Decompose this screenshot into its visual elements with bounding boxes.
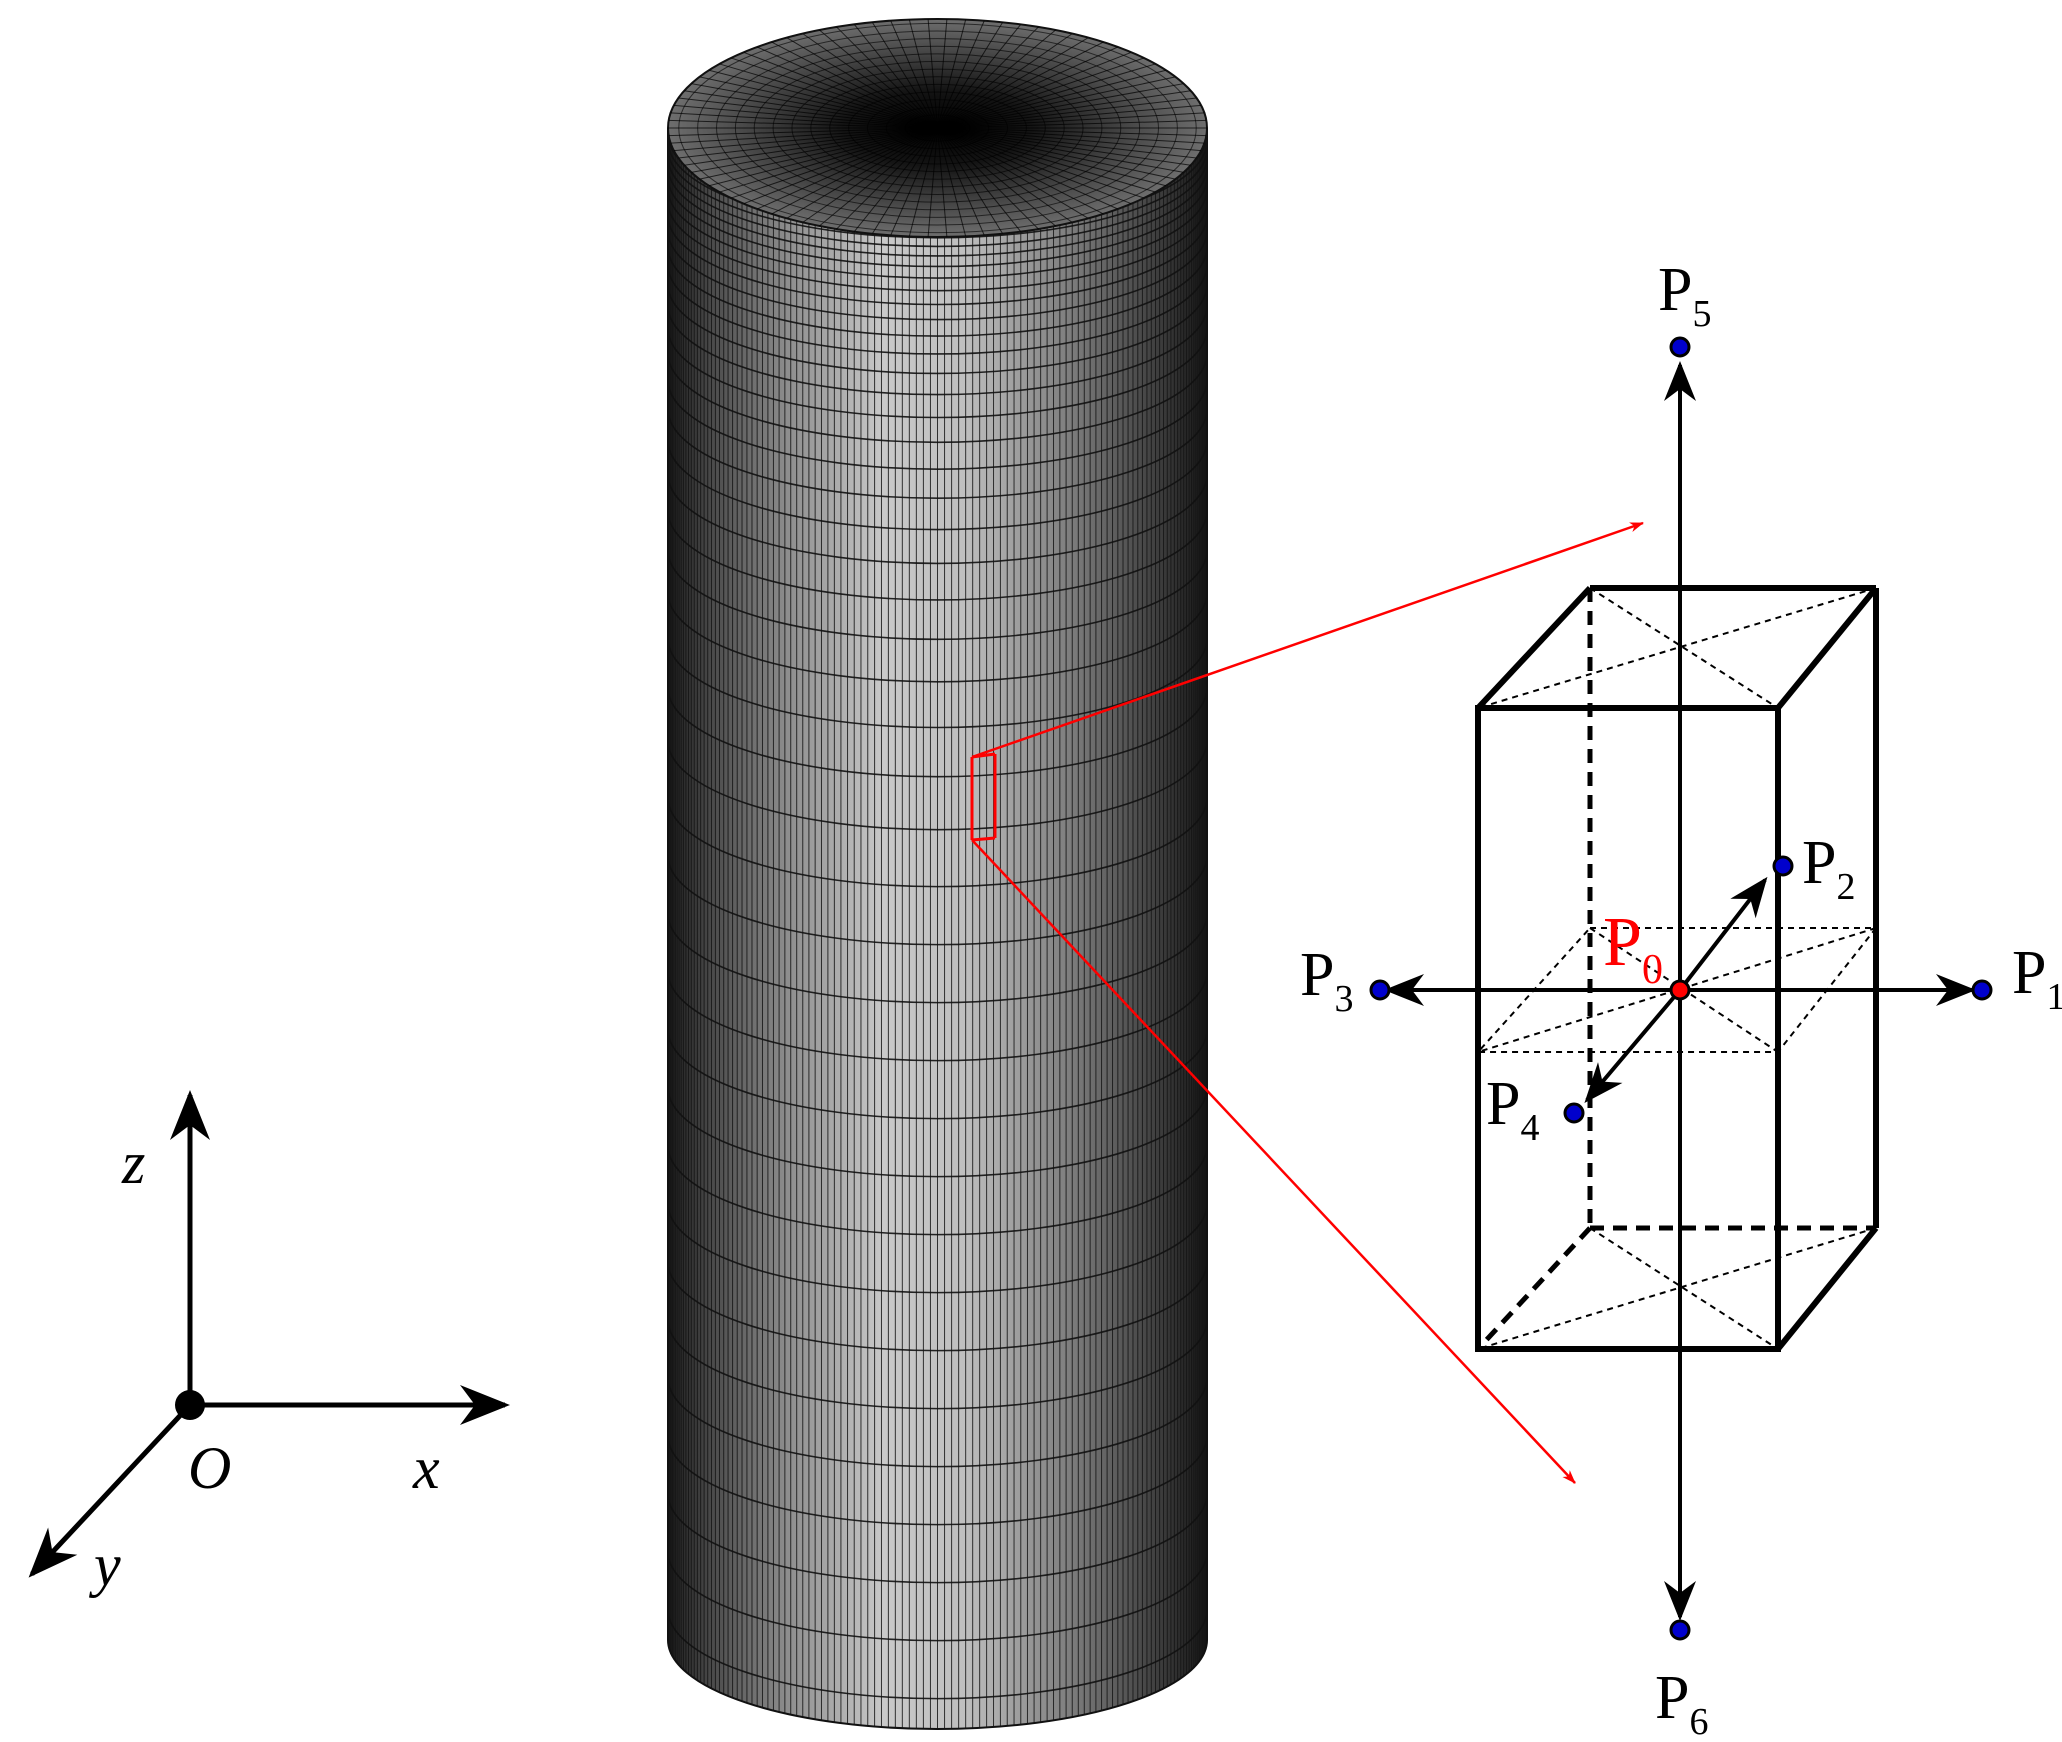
zoom-line-upper <box>971 521 1644 759</box>
label-p3: P3 <box>1300 941 1353 1020</box>
point-p4-marker <box>1563 1102 1585 1124</box>
arrow-to-p2 <box>1678 876 1768 992</box>
zoom-line-lower <box>971 839 1576 1484</box>
point-p0-marker <box>1669 979 1691 1001</box>
label-p0: P0 <box>1603 904 1663 993</box>
origin-label: O <box>188 1435 231 1501</box>
cylinder-top-face <box>667 18 1208 238</box>
z-axis-label: z <box>121 1130 145 1196</box>
point-p6-marker <box>1669 1619 1691 1641</box>
point-p1-marker <box>1971 979 1993 1001</box>
origin-marker <box>175 1390 205 1420</box>
label-p1: P1 <box>2012 939 2062 1018</box>
cell-stencil <box>1475 585 1879 1352</box>
label-p6: P6 <box>1655 1664 1708 1742</box>
stencil-labels: P0 P1 P2 P3 P4 P5 P6 <box>1300 256 2062 1742</box>
label-p4: P4 <box>1486 1070 1539 1149</box>
label-p2: P2 <box>1802 829 1855 908</box>
x-axis-label: x <box>412 1435 440 1501</box>
point-p3-marker <box>1369 979 1391 1001</box>
label-p5: P5 <box>1658 256 1711 335</box>
coordinate-axes: z x y O <box>28 1090 510 1598</box>
point-p2-marker <box>1772 855 1794 877</box>
meshed-cylinder <box>667 18 1644 1730</box>
y-axis-line <box>28 1403 192 1578</box>
stencil-arrows <box>1384 361 1976 1621</box>
top-face-mesh-lines <box>668 19 1207 237</box>
y-axis-label: y <box>88 1532 121 1598</box>
cylinder-body <box>667 128 1208 1730</box>
point-p5-marker <box>1669 336 1691 358</box>
stencil-points <box>1369 336 1993 1641</box>
arrow-to-p4 <box>1584 988 1682 1104</box>
highlighted-cell <box>970 752 997 842</box>
